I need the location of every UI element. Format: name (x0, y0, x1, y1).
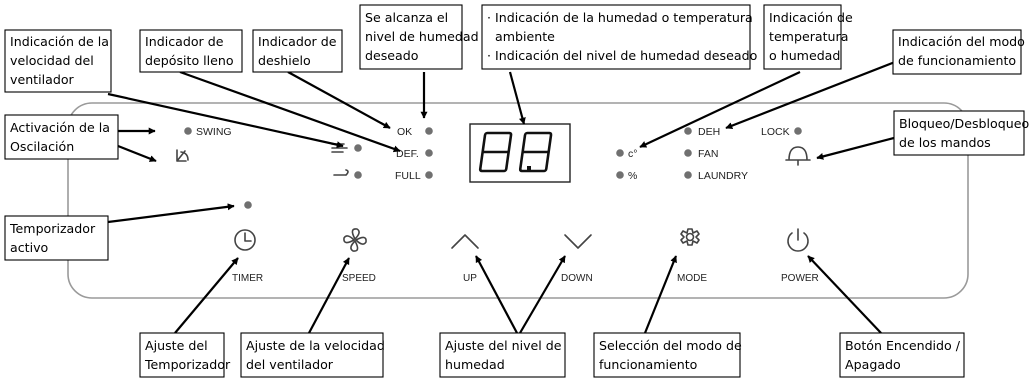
callout-ambient-display: · Indicación de la humedad o temperatura… (481, 4, 758, 70)
down-button[interactable]: DOWN (561, 234, 593, 284)
callout-text: Indicador de (258, 34, 337, 49)
callout-text: Activación de la (10, 120, 110, 135)
callout-text: Oscilación (10, 139, 74, 154)
timer-indicator (244, 201, 252, 209)
mode-button-label: MODE (677, 273, 707, 284)
callout-text: nivel de humedad (365, 29, 479, 44)
power-button[interactable]: POWER (781, 228, 819, 284)
callout-oscillation: Activación de la Oscilación (4, 114, 119, 160)
callout-text: de los mandos (899, 135, 991, 150)
up-button-label: UP (463, 273, 477, 284)
callout-text: Temporizador (144, 357, 231, 372)
swing-label: SWING (196, 126, 232, 138)
fan-speed-low-icon (333, 169, 349, 176)
def-label: DEF. (396, 148, 419, 160)
mode-button[interactable]: MODE (677, 228, 707, 284)
speed-button-label: SPEED (342, 273, 376, 284)
callout-text: Ajuste del nivel de (445, 338, 562, 353)
callout-text: · Indicación de la humedad o temperatura (487, 10, 753, 25)
callout-text: Temporizador (9, 221, 96, 236)
callout-text: del ventilador (246, 357, 334, 372)
arrows (107, 60, 896, 334)
callout-text: temperatura (769, 29, 848, 44)
down-button-label: DOWN (561, 273, 593, 284)
callout-text: Indicador de (145, 34, 224, 49)
callout-speed-adjust: Ajuste de la velocidad del ventilador (240, 332, 385, 378)
callout-humidity-adjust: Ajuste del nivel de humedad (439, 332, 566, 378)
callout-text: velocidad del (10, 53, 94, 68)
deh-label: DEH (698, 126, 720, 138)
chevron-down-icon (564, 234, 592, 249)
fan-mode-indicator (684, 149, 692, 157)
callout-timer-active: Temporizador activo (4, 215, 109, 261)
laundry-indicator (684, 171, 692, 179)
display-decimal-point (527, 166, 531, 170)
callout-text: Apagado (845, 357, 901, 372)
callout-text: o humedad (769, 48, 840, 63)
timer-button-label: TIMER (232, 273, 263, 284)
fan-speed-low-indicator (354, 171, 362, 179)
callout-defrost: Indicador de deshielo (252, 29, 343, 73)
def-indicator (425, 149, 433, 157)
callout-text: Indicación de la (10, 34, 109, 49)
callout-text: Botón Encendido / (845, 338, 961, 353)
callout-text: de funcionamiento (898, 53, 1016, 68)
gear-icon (680, 228, 700, 246)
callout-text: · Indicación del nivel de humedad desead… (487, 48, 758, 63)
callout-text: funcionamiento (599, 357, 698, 372)
laundry-label: LAUNDRY (698, 170, 748, 182)
callout-fan-speed: Indicación de la velocidad del ventilado… (4, 29, 112, 93)
callout-text: Se alcanza el (365, 10, 448, 25)
temp-unit-label: c° (628, 148, 637, 160)
callout-text: activo (10, 240, 49, 255)
ok-label: OK (397, 126, 412, 138)
seven-segment-display (469, 123, 571, 183)
speed-button[interactable]: SPEED (342, 228, 376, 284)
callout-text: humedad (445, 357, 505, 372)
callout-humidity-reached: Se alcanza el nivel de humedad deseado (359, 4, 479, 70)
swing-indicator (184, 127, 192, 135)
full-indicator (425, 171, 433, 179)
callout-text: ventilador (10, 72, 75, 87)
callout-text: Bloqueo/Desbloqueo (899, 116, 1029, 131)
callout-text: Indicación de (769, 10, 853, 25)
callout-text: depósito lleno (145, 53, 234, 68)
callout-text: ambiente (487, 29, 555, 44)
callout-lock: Bloqueo/Desbloqueo de los mandos (893, 110, 1029, 156)
humidity-unit-label: % (628, 170, 637, 182)
callout-text: deseado (365, 48, 419, 63)
callout-text: Ajuste del (145, 338, 208, 353)
callout-text: Ajuste de la velocidad (246, 338, 385, 353)
callout-text: Selección del modo de (599, 338, 742, 353)
callout-temp-humidity: Indicación de temperatura o humedad (763, 4, 853, 70)
callout-timer-adjust: Ajuste del Temporizador (139, 332, 231, 378)
lock-indicator (794, 127, 802, 135)
callout-text: Indicación del modo (898, 34, 1025, 49)
full-label: FULL (395, 170, 421, 182)
lock-icon[interactable] (785, 146, 811, 166)
callout-tank-full: Indicador de depósito lleno (139, 29, 243, 73)
timer-button[interactable]: TIMER (232, 229, 263, 284)
swing-icon[interactable] (176, 149, 189, 162)
up-button[interactable]: UP (451, 234, 479, 284)
temp-unit-indicator (616, 149, 624, 157)
fan-icon (343, 228, 367, 252)
fan-speed-high-indicator (354, 144, 362, 152)
callout-power: Botón Encendido / Apagado (839, 332, 965, 378)
deh-indicator (684, 127, 692, 135)
humidity-unit-indicator (616, 171, 624, 179)
lock-label: LOCK (761, 126, 790, 138)
callout-text: deshielo (258, 53, 311, 68)
callout-mode-select: Selección del modo de funcionamiento (593, 332, 742, 378)
clock-icon (234, 229, 256, 251)
ok-indicator (425, 127, 433, 135)
power-icon (787, 228, 809, 252)
fan-mode-label: FAN (698, 148, 718, 160)
power-button-label: POWER (781, 273, 819, 284)
callout-mode-indication: Indicación del modo de funcionamiento (892, 29, 1025, 75)
chevron-up-icon (451, 234, 479, 249)
